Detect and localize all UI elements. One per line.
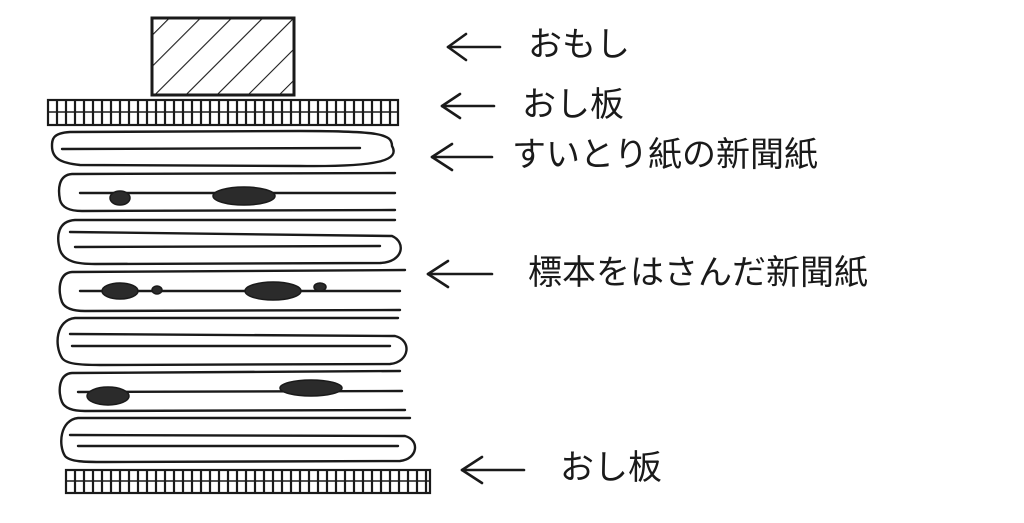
arrow-top-board	[440, 92, 496, 120]
arrow-specimen-newspaper	[426, 259, 494, 289]
label-bottom-board: おし板	[560, 448, 662, 488]
label-specimen-newspaper: 標本をはさんだ新聞紙	[528, 253, 868, 293]
arrows	[426, 32, 526, 485]
blotting-newspaper-3	[56, 316, 408, 367]
weight-block	[150, 16, 296, 97]
top-press-board	[46, 98, 400, 127]
arrow-blotting-newspaper	[430, 142, 494, 172]
arrow-bottom-board	[460, 455, 526, 485]
blotting-newspaper-1	[50, 129, 395, 168]
arrow-weight	[446, 32, 502, 62]
blotting-newspaper-2	[57, 218, 402, 266]
label-top-board: おし板	[522, 85, 624, 125]
label-blotting-newspaper: すいとり紙の新聞紙	[512, 135, 818, 175]
blotting-newspaper-4	[60, 416, 417, 464]
label-weight: おもし	[528, 25, 630, 65]
plant-specimens	[86, 186, 343, 406]
specimen-newspaper-3	[58, 369, 407, 413]
bottom-press-board	[64, 468, 432, 495]
